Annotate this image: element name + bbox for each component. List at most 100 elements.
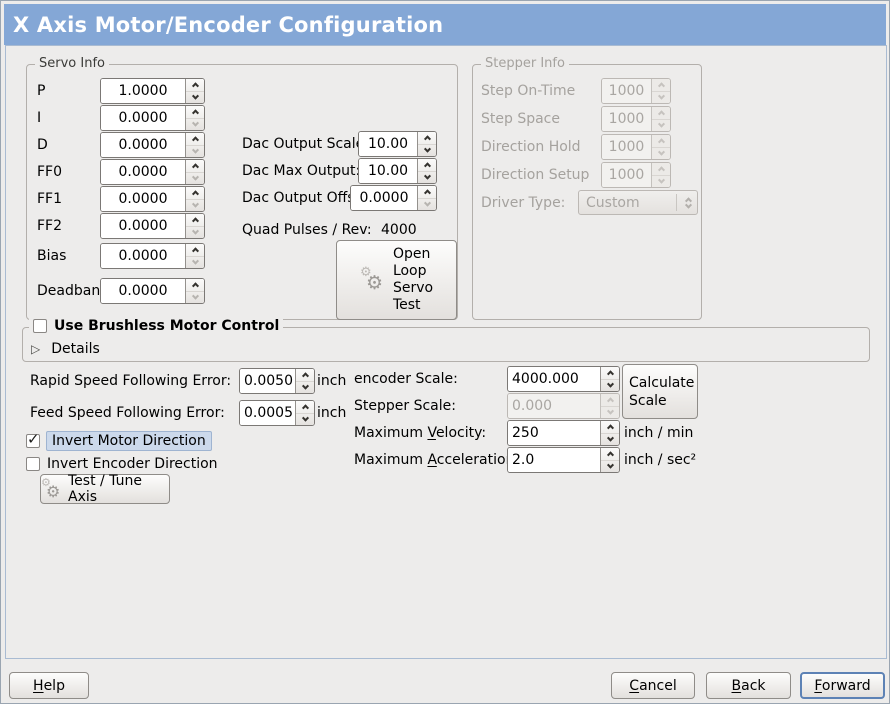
rapid-following-error-spinbox[interactable]: 0.0050 [239,368,315,394]
feed-following-error-input[interactable]: 0.0005 [240,401,295,425]
details-label: Details [51,341,100,357]
step-space-spinbox: 1000 [601,106,671,132]
cancel-label: Cancel [629,677,677,694]
stepper-scale-row: Stepper Scale: 0.000 [354,393,620,419]
details-expander[interactable]: ▷ Details [31,341,100,357]
step-space-row: Step Space 1000 [481,106,701,132]
spin-up-button[interactable] [418,159,436,172]
p-spinbox[interactable]: 1.0000 [100,78,205,104]
rapid-following-error-input[interactable]: 0.0050 [240,369,295,393]
spin-down-button[interactable] [186,92,204,104]
bias-spinbox[interactable]: 0.0000 [100,243,205,269]
feed-following-error-unit: inch [317,405,347,421]
step-on-time-label: Step On-Time [481,83,576,99]
spin-up-button[interactable] [186,106,204,119]
page-header: X Axis Motor/Encoder Configuration [4,4,886,45]
spin-up-button[interactable] [186,133,204,146]
step-on-time-input: 1000 [602,79,651,103]
forward-button[interactable]: Forward [800,672,885,699]
stepper-scale-label: Stepper Scale: [354,398,456,414]
spin-down-button[interactable] [186,292,204,304]
spin-up-button[interactable] [296,401,314,414]
dac-output-scale-input[interactable]: 10.00 [359,132,417,156]
invert-motor-direction-checkbox[interactable]: ✓ [26,431,40,448]
ff1-input[interactable]: 0.0000 [101,187,185,211]
encoder-scale-spinbox[interactable]: 4000.000 [507,366,620,392]
maximum-acceleration-input[interactable]: 2.0 [508,448,600,472]
spin-down-button[interactable] [186,257,204,269]
spin-down-button[interactable] [601,434,619,446]
dac-output-scale-spinbox[interactable]: 10.00 [358,131,437,157]
spin-down-button[interactable] [186,200,204,212]
spin-up-button[interactable] [186,244,204,257]
driver-type-dropdown: Custom [578,190,698,215]
direction-setup-spinbox: 1000 [601,162,671,188]
maximum-acceleration-unit: inch / sec² [624,452,697,468]
dac-max-output-spinbox[interactable]: 10.00 [358,158,437,184]
deadband-spinbox[interactable]: 0.0000 [100,278,205,304]
spin-down-button[interactable] [601,380,619,392]
spin-up-button[interactable] [186,187,204,200]
maximum-acceleration-spinbox[interactable]: 2.0 [507,447,620,473]
ff0-input[interactable]: 0.0000 [101,160,185,184]
servo-row-deadband: Deadband 0.0000 [37,278,457,304]
spin-up-button[interactable] [186,279,204,292]
dac-output-offset-spinbox[interactable]: 0.0000 [350,185,437,211]
spin-up-button[interactable] [601,421,619,434]
bias-input[interactable]: 0.0000 [101,244,185,268]
spin-up-button [652,107,670,120]
cancel-button[interactable]: Cancel [611,672,695,699]
deadband-input[interactable]: 0.0000 [101,279,185,303]
spin-up-button[interactable] [601,448,619,461]
maximum-velocity-spinbox[interactable]: 250 [507,420,620,446]
spin-down-button[interactable] [418,145,436,157]
ff2-label: FF2 [37,218,63,234]
ff0-spinbox[interactable]: 0.0000 [100,159,205,185]
spin-down-button[interactable] [186,119,204,131]
back-button[interactable]: Back [706,672,791,699]
d-spinbox[interactable]: 0.0000 [100,132,205,158]
feed-following-error-spinbox[interactable]: 0.0005 [239,400,315,426]
spin-up-button[interactable] [418,186,436,199]
calculate-scale-button[interactable]: Calculate Scale [622,364,698,419]
ff1-spinbox[interactable]: 0.0000 [100,186,205,212]
spin-up-button[interactable] [296,369,314,382]
i-input[interactable]: 0.0000 [101,106,185,130]
spin-down-button[interactable] [186,146,204,158]
test-tune-axis-button[interactable]: ⚙⚙ Test / Tune Axis [40,473,170,505]
direction-hold-label: Direction Hold [481,139,581,155]
maximum-velocity-input[interactable]: 250 [508,421,600,445]
dac-max-output-input[interactable]: 10.00 [359,159,417,183]
i-spinbox[interactable]: 0.0000 [100,105,205,131]
spin-down-button[interactable] [186,227,204,239]
invert-motor-direction-label[interactable]: Invert Motor Direction [46,431,212,451]
ff2-spinbox[interactable]: 0.0000 [100,213,205,239]
invert-encoder-direction-label[interactable]: Invert Encoder Direction [47,456,218,472]
servo-row-bias: Bias 0.0000 [37,243,457,269]
expander-triangle-icon[interactable]: ▷ [31,342,41,356]
quad-pulses-label: Quad Pulses / Rev: [242,222,372,238]
driver-type-value: Custom [586,194,640,211]
ff2-input[interactable]: 0.0000 [101,214,185,238]
spin-up-button[interactable] [601,367,619,380]
invert-encoder-direction-checkbox[interactable] [26,457,40,471]
spin-down-button[interactable] [418,172,436,184]
encoder-scale-input[interactable]: 4000.000 [508,367,600,391]
spin-up-button[interactable] [186,160,204,173]
spin-down-button [601,407,619,419]
dac-output-offset-input[interactable]: 0.0000 [351,186,417,210]
spin-down-button[interactable] [296,414,314,426]
driver-type-row: Driver Type: Custom [481,190,701,215]
spin-up-button[interactable] [186,79,204,92]
d-input[interactable]: 0.0000 [101,133,185,157]
spin-down-button[interactable] [601,461,619,473]
p-input[interactable]: 1.0000 [101,79,185,103]
use-brushless-checkbox[interactable] [33,319,47,333]
spin-up-button[interactable] [418,132,436,145]
spin-down-button[interactable] [296,382,314,394]
spin-down-button[interactable] [418,199,436,211]
open-loop-servo-test-button[interactable]: ⚙⚙ Open Loop Servo Test [336,240,457,320]
spin-down-button[interactable] [186,173,204,185]
help-button[interactable]: Help [9,672,89,699]
spin-up-button[interactable] [186,214,204,227]
